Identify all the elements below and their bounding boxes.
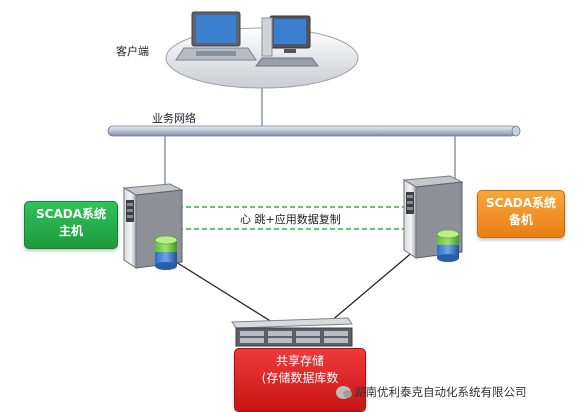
network-label: 业务网络 (152, 112, 196, 125)
client-computers-icon (175, 11, 319, 67)
primary-storage-link (175, 261, 273, 323)
standby-server-icon (402, 175, 464, 262)
wechat-icon (336, 385, 352, 399)
shared-storage-line1: 共享存储 (275, 354, 324, 368)
standby-host-line2: 备机 (508, 213, 533, 227)
standby-host-box: SCADA系统 备机 (477, 190, 565, 238)
primary-host-line1: SCADA系统 (36, 207, 106, 221)
network-bus (107, 125, 521, 137)
primary-host-box: SCADA系统 主机 (24, 201, 118, 249)
database-icon (154, 235, 178, 270)
primary-host-line2: 主机 (58, 224, 83, 238)
shared-storage-box: 共享存储 (存储数据库数 (234, 348, 366, 412)
shared-storage-line2: (存储数据库数 (261, 371, 339, 385)
standby-host-line1: SCADA系统 (486, 196, 556, 210)
heartbeat-label: 心 跳+应用数据复制 (238, 211, 343, 227)
storage-array-icon (231, 317, 353, 347)
standby-storage-link (329, 249, 416, 323)
client-label: 客户端 (116, 45, 149, 58)
watermark: 湖南优利泰克自动化系统有限公司 (336, 384, 527, 400)
watermark-text: 湖南优利泰克自动化系统有限公司 (354, 385, 527, 399)
